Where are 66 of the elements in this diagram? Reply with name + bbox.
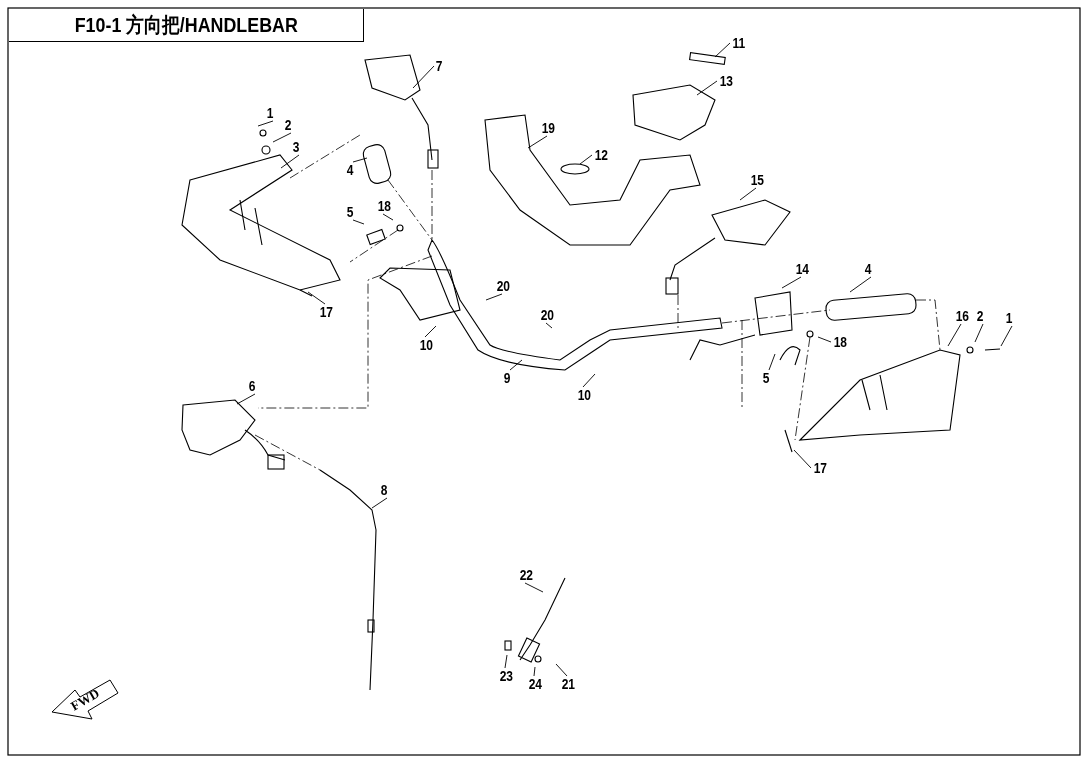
leader-line	[371, 497, 388, 509]
callout-number: 7	[435, 58, 443, 74]
leader-line	[793, 449, 812, 469]
callout-number: 2	[284, 117, 292, 133]
callout-number: 1	[1005, 310, 1013, 326]
leader-line	[849, 276, 872, 293]
leader-line	[768, 353, 776, 371]
callout-number: 22	[519, 567, 533, 583]
leader-line	[817, 336, 832, 343]
callout-number: 10	[419, 337, 433, 353]
callout-number: 6	[248, 378, 256, 394]
callout-number: 24	[528, 676, 542, 692]
callout-number: 5	[346, 204, 354, 220]
leader-line	[509, 359, 523, 371]
leader-line	[579, 154, 593, 165]
leader-line	[533, 666, 536, 677]
leader-line	[352, 219, 365, 225]
callout-number: 17	[813, 460, 827, 476]
leader-line	[714, 42, 731, 58]
leader-line	[412, 65, 435, 89]
callout-number: 3	[292, 139, 300, 155]
leader-line	[424, 325, 437, 338]
leader-line	[974, 323, 984, 343]
callout-number: 4	[346, 162, 354, 178]
callout-number: 17	[319, 304, 333, 320]
callout-number: 9	[503, 370, 511, 386]
callout-number: 2	[976, 308, 984, 324]
callout-number: 19	[541, 120, 555, 136]
callout-number: 14	[795, 261, 809, 277]
callout-number: 21	[561, 676, 575, 692]
callout-number: 10	[577, 387, 591, 403]
callout-number: 20	[496, 278, 510, 294]
callout-number: 20	[540, 307, 554, 323]
leader-line	[555, 663, 568, 677]
callout-number: 12	[594, 147, 608, 163]
leader-line	[582, 373, 596, 388]
callout-number: 23	[499, 668, 513, 684]
leader-line	[272, 132, 292, 143]
leader-line	[504, 654, 508, 669]
callout-number: 18	[833, 334, 847, 350]
leader-line	[257, 120, 274, 127]
leader-line	[236, 393, 256, 405]
callout-number: 18	[377, 198, 391, 214]
leader-line	[781, 276, 802, 289]
leader-line	[524, 582, 544, 593]
direction-label: FWD	[68, 685, 103, 715]
leader-line	[307, 291, 326, 305]
callout-number: 15	[750, 172, 764, 188]
callout-number: 5	[762, 370, 770, 386]
leader-line	[280, 154, 300, 169]
leader-line	[1000, 325, 1013, 347]
callout-number: 13	[719, 73, 733, 89]
leader-line	[947, 323, 962, 347]
leader-line	[696, 80, 718, 96]
callout-number: 11	[732, 35, 746, 51]
leader-line	[739, 187, 757, 201]
callout-number: 8	[380, 482, 388, 498]
title-text: F10-1 方向把/HANDLEBAR	[74, 12, 298, 38]
callout-number: 1	[266, 105, 274, 121]
leader-line	[527, 135, 548, 149]
leader-line	[382, 213, 394, 221]
callout-number: 4	[864, 261, 872, 277]
leader-line	[485, 293, 503, 301]
leader-line	[545, 322, 553, 329]
leader-line	[352, 157, 368, 163]
callout-number: 16	[955, 308, 969, 324]
